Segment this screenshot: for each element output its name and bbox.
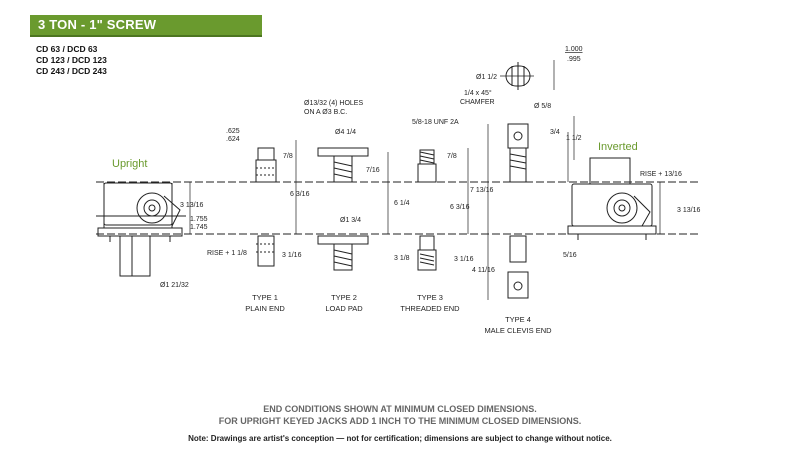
dim-3-13-16-right: 3 13/16: [677, 207, 700, 214]
type1-caption-1: TYPE 1: [252, 293, 278, 302]
dim-4-11-16: 4 11/16: [472, 267, 495, 274]
header-bar: 3 TON - 1" SCREW: [30, 15, 262, 37]
dim-plain-dia-top: .625: [226, 128, 240, 135]
footer-line-1: END CONDITIONS SHOWN AT MINIMUM CLOSED D…: [263, 404, 537, 414]
dim-clevis-width-top: 1.000: [565, 46, 583, 53]
type4-caption-1: TYPE 4: [505, 315, 531, 324]
type1-caption-2: PLAIN END: [245, 304, 285, 313]
dim-3-1-16-a: 3 1/16: [282, 252, 302, 259]
type2-caption-1: TYPE 2: [331, 293, 357, 302]
type3-caption-2: THREADED END: [400, 304, 460, 313]
header-title: 3 TON - 1" SCREW: [38, 17, 157, 32]
dim-3-1-8: 3 1/8: [394, 255, 410, 262]
dim-clevis-dia: Ø1 1/2: [476, 74, 497, 81]
dim-chamfer-2: CHAMFER: [460, 99, 495, 106]
dim-chamfer-1: 1/4 x 45°: [464, 89, 492, 97]
inverted-label: Inverted: [598, 141, 638, 153]
model-item: CD 123 / DCD 123: [36, 55, 107, 65]
dim-base-dia: Ø1 21/32: [160, 282, 189, 289]
upright-label: Upright: [112, 158, 147, 170]
type4-caption-2: MALE CLEVIS END: [484, 326, 552, 335]
dim-7-8-b: 7/8: [447, 153, 457, 160]
dim-7-16: 7/16: [366, 167, 380, 174]
footer-line-2: FOR UPRIGHT KEYED JACKS ADD 1 INCH TO TH…: [218, 416, 582, 426]
disclaimer-note: Note: Drawings are artist's conception —…: [188, 434, 612, 443]
dim-6-1-4: 6 1/4: [394, 200, 410, 207]
dim-rise-upright: RISE + 1 1/8: [207, 250, 247, 257]
type4-clevis-end: [505, 62, 531, 299]
dim-pad-dia-top: Ø4 1/4: [335, 129, 356, 136]
dim-1-755: 1.755: [190, 216, 208, 223]
dim-6-3-16-a: 6 3/16: [290, 191, 310, 198]
dim-pad-dia-bottom: Ø1 3/4: [340, 217, 361, 224]
type3-caption-1: TYPE 3: [417, 293, 443, 302]
type3-threaded-end: [417, 149, 437, 271]
dim-3-1-16-b: 3 1/16: [454, 256, 474, 263]
dim-3-4: 3/4: [550, 129, 560, 136]
dim-rise-inverted: RISE + 13/16: [640, 171, 682, 178]
dim-7-8-a: 7/8: [283, 153, 293, 160]
model-item: CD 63 / DCD 63: [36, 44, 98, 54]
dim-holes-2: ON A Ø3 B.C.: [304, 109, 347, 116]
model-item: CD 243 / DCD 243: [36, 66, 107, 76]
type1-plain-end: [255, 147, 277, 267]
dim-thread: 5/8-18 UNF 2A: [412, 119, 459, 126]
upright-jack: [96, 182, 186, 277]
dim-1-745: 1.745: [190, 224, 208, 231]
model-list: CD 63 / DCD 63 CD 123 / DCD 123 CD 243 /…: [36, 44, 107, 77]
dim-6-3-16-b: 6 3/16: [450, 204, 470, 211]
dim-plain-dia-bottom: .624: [226, 136, 240, 143]
dim-3-13-16-left: 3 13/16: [180, 202, 203, 209]
dim-1-1-2: 1 1/2: [566, 135, 582, 142]
inverted-jack: [567, 157, 657, 240]
dim-clevis-width-bottom: .995: [567, 56, 581, 63]
dim-5-16: 5/16: [563, 252, 577, 259]
dim-7-13-16: 7 13/16: [470, 187, 493, 194]
dim-holes-1: Ø13/32 (4) HOLES: [304, 100, 363, 107]
type2-load-pad: [317, 147, 369, 271]
dim-pin-dia: Ø 5/8: [534, 103, 551, 110]
type2-caption-2: LOAD PAD: [325, 304, 363, 313]
